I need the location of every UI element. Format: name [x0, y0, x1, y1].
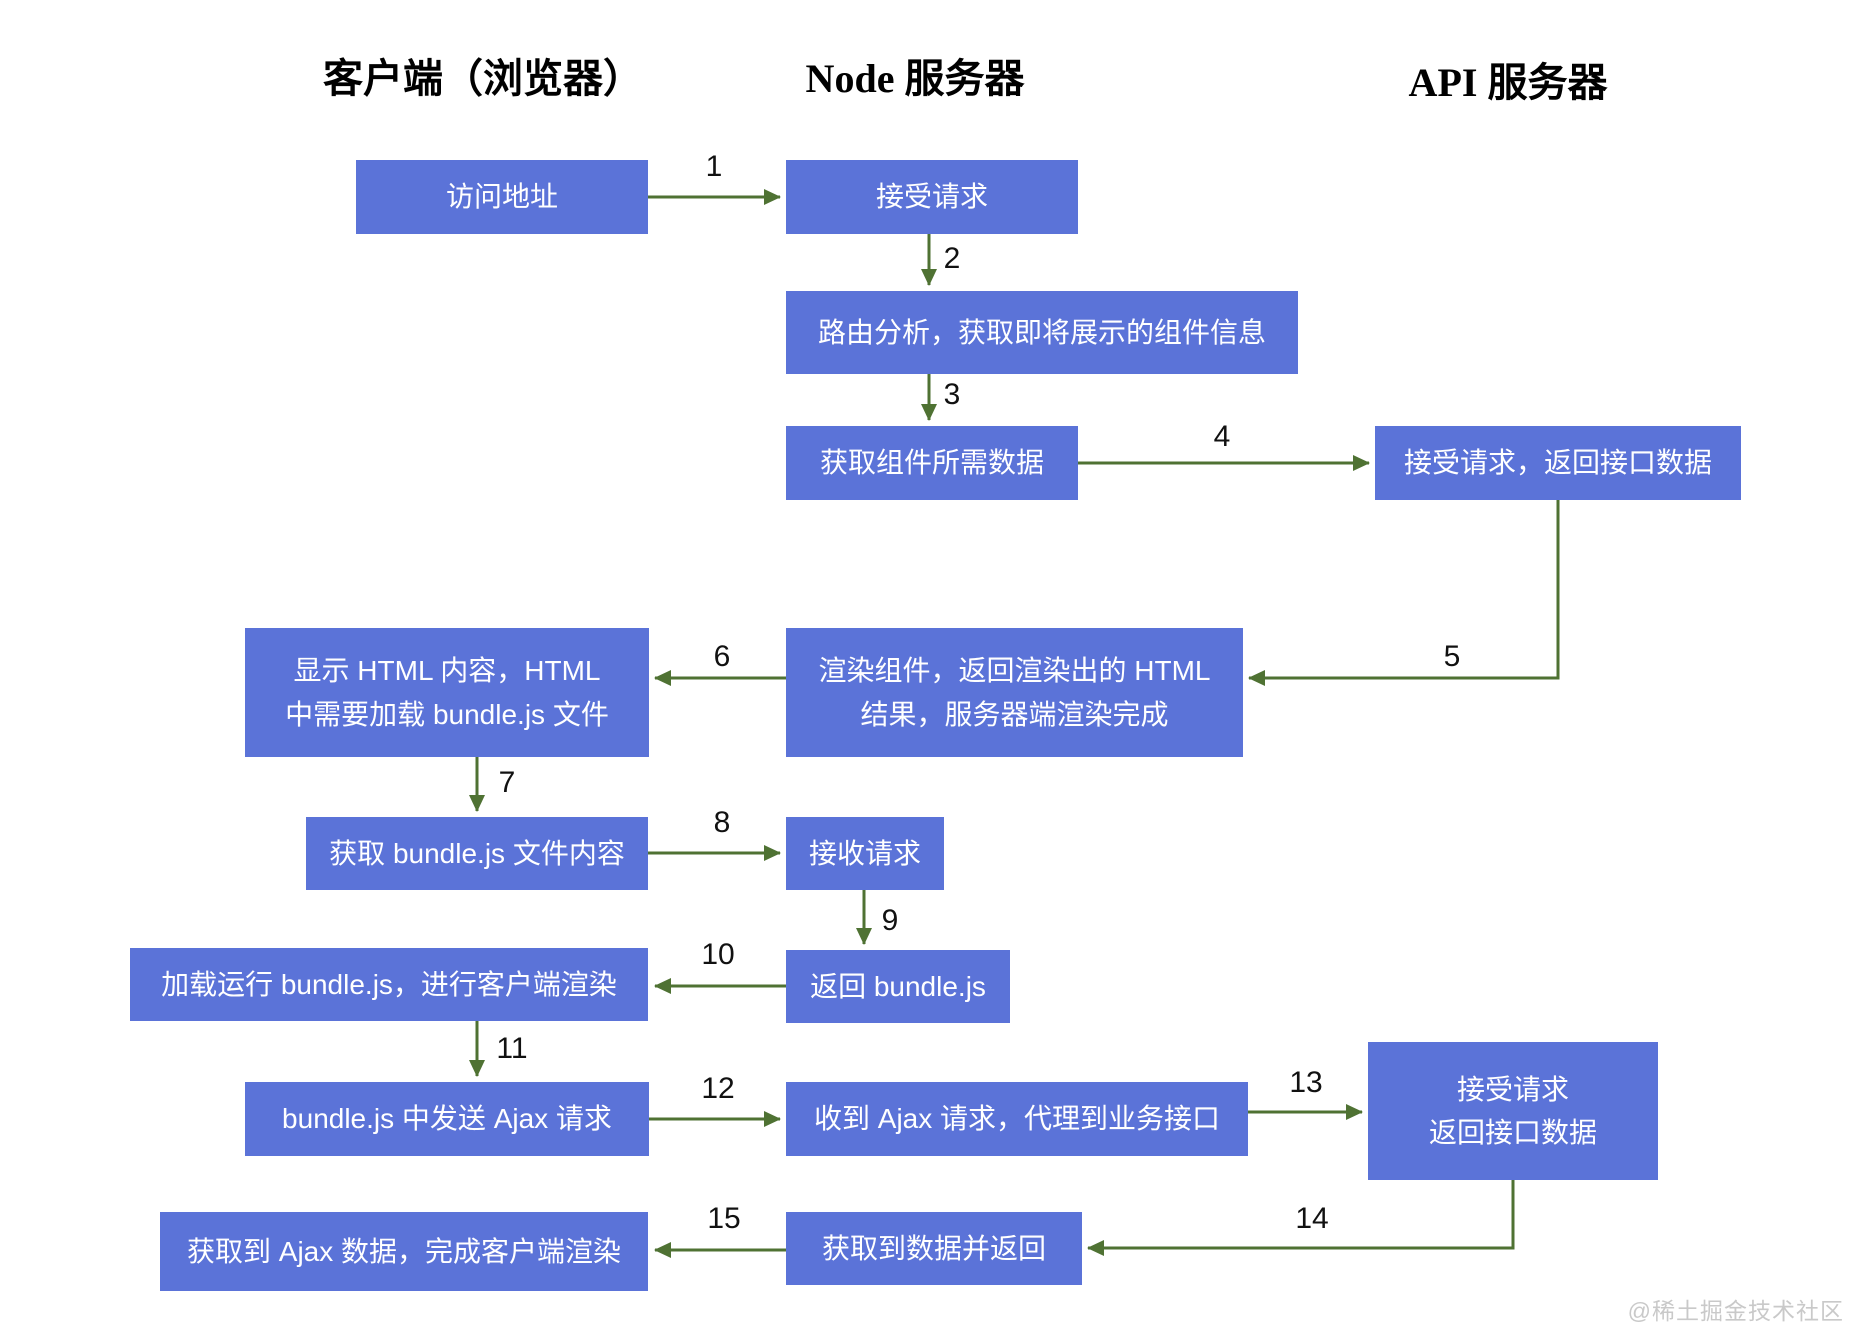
flow-box-return-bundle: 返回 bundle.js — [786, 950, 1010, 1023]
arrow-14-label: 14 — [1295, 1202, 1329, 1235]
arrow-10-label: 10 — [701, 938, 735, 971]
flow-box-complete-client-render: 获取到 Ajax 数据，完成客户端渲染 — [160, 1212, 648, 1291]
flow-box-send-ajax: bundle.js 中发送 Ajax 请求 — [245, 1082, 649, 1156]
arrow-15-label: 15 — [707, 1202, 741, 1235]
arrow-2-label: 2 — [943, 242, 961, 275]
arrow-11-label: 11 — [496, 1032, 528, 1065]
column-header-node: Node 服务器 — [805, 56, 1025, 101]
arrow-7-label: 7 — [498, 766, 516, 799]
arrow-3-label: 3 — [943, 378, 961, 411]
arrow-13-label: 13 — [1289, 1066, 1323, 1099]
arrow-1-label: 1 — [705, 150, 723, 183]
flow-box-display-html: 显示 HTML 内容，HTML 中需要加载 bundle.js 文件 — [245, 628, 649, 757]
flow-box-route-analysis: 路由分析，获取即将展示的组件信息 — [786, 291, 1298, 374]
flow-box-render-components: 渲染组件，返回渲染出的 HTML 结果，服务器端渲染完成 — [786, 628, 1243, 757]
watermark: @稀土掘金技术社区 — [1627, 1298, 1844, 1324]
arrow-9-label: 9 — [881, 904, 899, 937]
flow-box-api-return-data: 接受请求，返回接口数据 — [1375, 426, 1741, 500]
column-header-client: 客户端（浏览器） — [323, 56, 643, 101]
flow-box-run-bundle: 加载运行 bundle.js，进行客户端渲染 — [130, 948, 648, 1021]
flow-box-return-fetched-data: 获取到数据并返回 — [786, 1212, 1082, 1285]
column-header-api: API 服务器 — [1408, 60, 1608, 105]
flow-box-node-accept-request: 接受请求 — [786, 160, 1078, 234]
arrow-8-label: 8 — [713, 806, 731, 839]
flow-box-fetch-component-data: 获取组件所需数据 — [786, 426, 1078, 500]
arrow-5-label: 5 — [1443, 640, 1461, 673]
arrow-6-label: 6 — [713, 640, 731, 673]
flow-box-proxy-ajax: 收到 Ajax 请求，代理到业务接口 — [786, 1082, 1248, 1156]
flow-box-visit-address: 访问地址 — [356, 160, 648, 234]
flow-box-receive-request: 接收请求 — [786, 817, 944, 890]
arrow-4-label: 4 — [1213, 420, 1231, 453]
arrow-5-line — [1248, 500, 1560, 686]
arrow-12-label: 12 — [701, 1072, 735, 1105]
flow-box-fetch-bundle: 获取 bundle.js 文件内容 — [306, 817, 648, 890]
flow-box-api-return-data-2: 接受请求 返回接口数据 — [1368, 1042, 1658, 1180]
